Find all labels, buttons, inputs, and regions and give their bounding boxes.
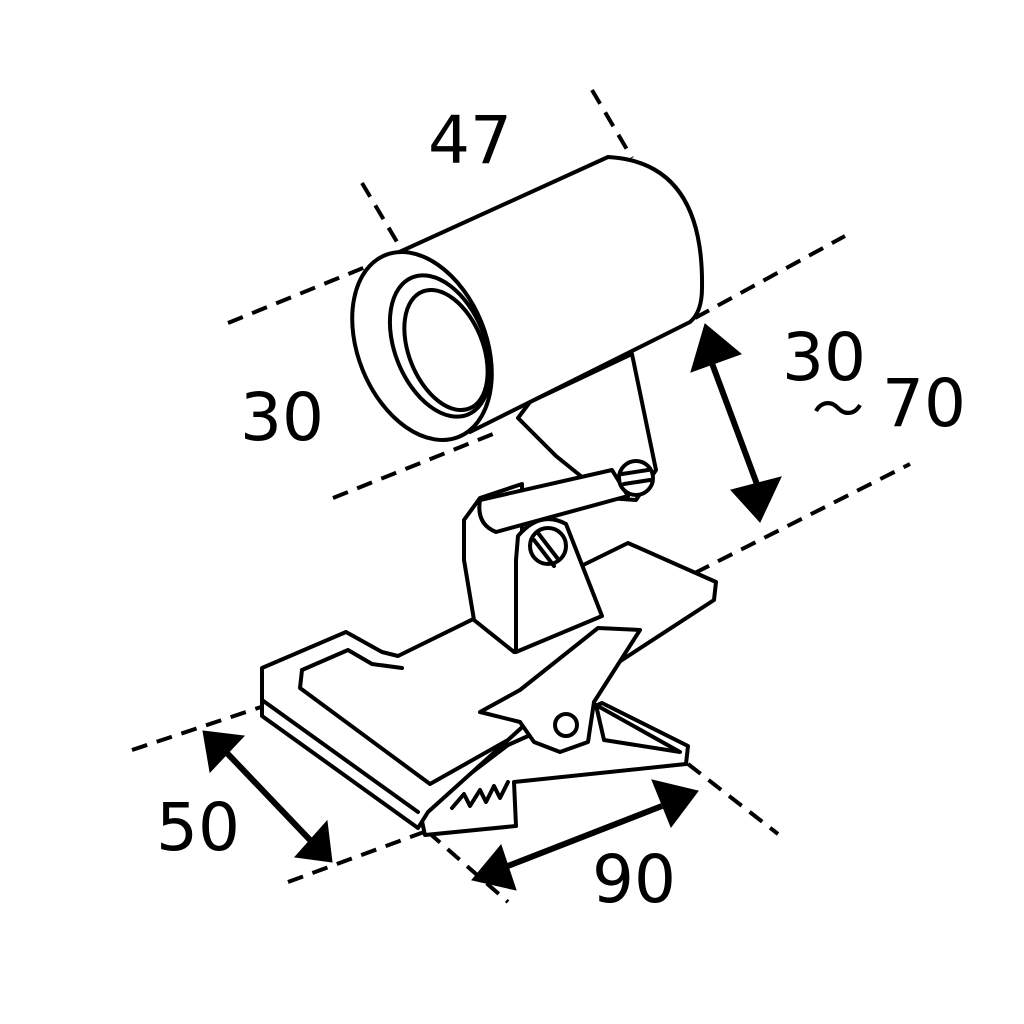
arrowhead-right — [651, 779, 699, 829]
jaw-teeth — [450, 780, 510, 810]
height-max-label: 70 — [882, 365, 966, 442]
clip-width-dimension-arrow — [202, 730, 333, 863]
bracket-crossbar — [477, 468, 630, 534]
lamp-lens — [402, 287, 490, 413]
dimension-arrows — [202, 323, 782, 891]
ext-line-head-left — [360, 181, 405, 254]
ext-line-head-right — [590, 88, 634, 160]
height-min-label: 30 — [782, 319, 866, 396]
clip-plate-inner-rim — [298, 648, 510, 786]
clip-plate-edge — [260, 698, 420, 814]
head-length-label: 47 — [428, 102, 512, 179]
height-range-tilde: 〜 — [812, 381, 864, 441]
arrowhead-up — [690, 323, 742, 373]
arm-screw-slot — [620, 468, 650, 476]
ext-line-length-left — [426, 830, 510, 904]
clip-length-dimension-arrow — [471, 779, 699, 891]
arrowhead-lower-right — [294, 819, 333, 863]
jaw-pivot-wedge — [594, 703, 682, 754]
screw-slot — [536, 531, 560, 561]
arrowhead-upper-left — [202, 730, 246, 774]
arrowhead-down — [730, 476, 782, 523]
clip-length-label: 90 — [592, 841, 676, 918]
swivel-bracket — [462, 352, 658, 654]
arm-locking-screw — [617, 459, 655, 497]
height-dimension-arrow — [690, 323, 782, 523]
ext-line-clip-back — [131, 704, 265, 752]
clip-width-label: 50 — [156, 789, 240, 866]
head-diameter-label: 30 — [240, 379, 324, 456]
ext-line-height-top — [694, 234, 846, 320]
arm-screw-slot-2 — [622, 478, 652, 486]
lamp-head — [350, 155, 705, 442]
lamp-lens-ring — [387, 273, 493, 419]
ext-line-head-bottom — [332, 430, 499, 500]
arrowhead-left — [471, 843, 517, 891]
screw-slot-2 — [532, 538, 556, 568]
clip-pivot-pin — [553, 712, 579, 738]
ext-line-length-right — [686, 762, 780, 836]
clip-spring-arm — [478, 626, 642, 754]
ext-line-head-top — [227, 253, 396, 325]
